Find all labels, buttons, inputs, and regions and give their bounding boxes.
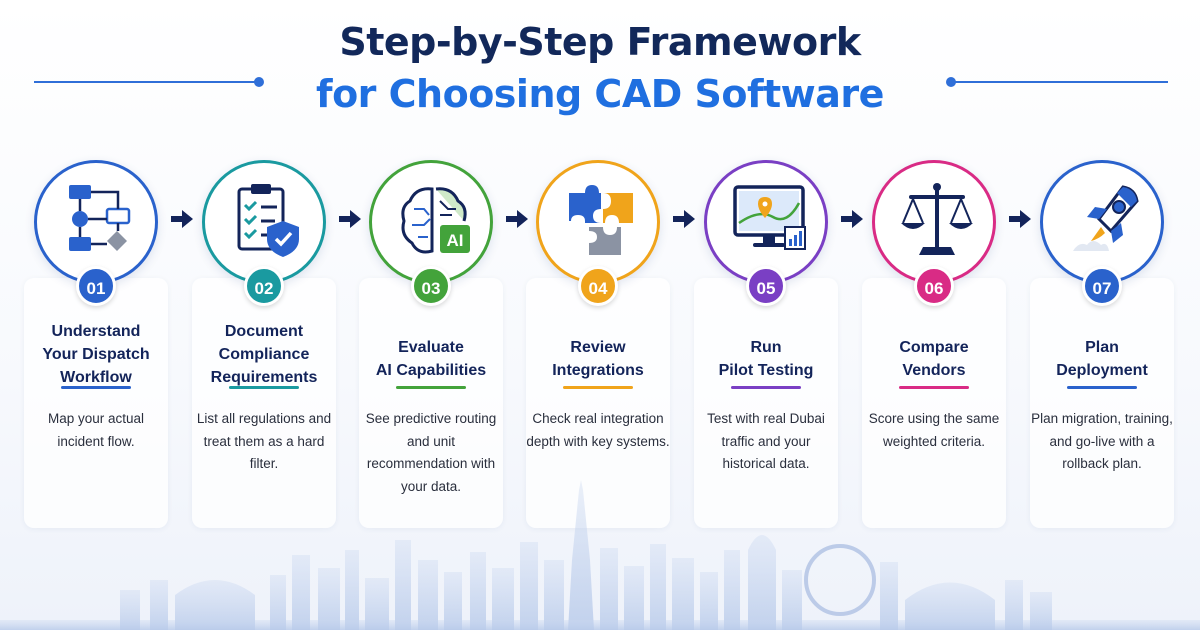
flow-arrow-icon bbox=[169, 206, 195, 232]
step-title: Understand Your Dispatch Workflow bbox=[42, 323, 150, 386]
puzzle-icon bbox=[569, 185, 633, 255]
step-number-badge: 05 bbox=[746, 266, 786, 306]
title-rule-dot-left bbox=[254, 77, 264, 87]
step-icon-circle bbox=[872, 160, 996, 284]
title-block: Step-by-Step Framework for Choosing CAD … bbox=[0, 18, 1200, 118]
step-card bbox=[359, 278, 503, 528]
step-icon-circle bbox=[704, 160, 828, 284]
title-rule-left bbox=[34, 81, 258, 83]
step-number-badge: 06 bbox=[914, 266, 954, 306]
flow-arrow-icon bbox=[839, 206, 865, 232]
flow-arrow-icon bbox=[504, 206, 530, 232]
step-number-badge: 03 bbox=[411, 266, 451, 306]
svg-text:AI: AI bbox=[447, 231, 464, 250]
step-icon-circle bbox=[536, 160, 660, 284]
rocket-icon bbox=[1073, 185, 1139, 251]
step-card bbox=[1030, 278, 1174, 528]
step-title: Plan Deployment bbox=[1056, 338, 1148, 379]
step-title: Compare Vendors bbox=[899, 338, 969, 379]
title-rule-right bbox=[950, 81, 1168, 83]
step-card bbox=[862, 278, 1006, 528]
step-description: Test with real Dubai traffic and your hi… bbox=[707, 411, 825, 471]
step-divider bbox=[229, 386, 299, 389]
monitor-map-icon bbox=[733, 185, 806, 250]
step-card bbox=[24, 278, 168, 528]
step-title: Review Integrations bbox=[552, 338, 644, 379]
step-number-badge: 04 bbox=[578, 266, 618, 306]
scales-icon bbox=[901, 183, 973, 255]
step-number-badge: 07 bbox=[1082, 266, 1122, 306]
step-description: Plan migration, training, and go-live wi… bbox=[1031, 411, 1173, 471]
step-icon-circle: AI bbox=[369, 160, 493, 284]
flow-arrow-icon bbox=[337, 206, 363, 232]
ai-brain-icon: AI bbox=[401, 187, 470, 254]
step-number-badge: 02 bbox=[244, 266, 284, 306]
step-title: Document Compliance Requirements bbox=[210, 323, 318, 386]
flow-arrow-icon bbox=[671, 206, 697, 232]
step-icon-circle bbox=[34, 160, 158, 284]
step-divider bbox=[731, 386, 801, 389]
compliance-checklist-icon bbox=[237, 184, 299, 257]
flow-arrow-icon bbox=[1007, 206, 1033, 232]
step-divider bbox=[1067, 386, 1137, 389]
step-divider bbox=[61, 386, 131, 389]
step-description: See predictive routing and unit recommen… bbox=[365, 411, 497, 494]
step-title: Run Pilot Testing bbox=[718, 338, 814, 379]
step-number-badge: 01 bbox=[76, 266, 116, 306]
title-rule-dot-right bbox=[946, 77, 956, 87]
step-description: Check real integration depth with key sy… bbox=[526, 411, 670, 449]
step-card bbox=[192, 278, 336, 528]
step-description: List all regulations and treat them as a… bbox=[196, 411, 332, 471]
step-card bbox=[694, 278, 838, 528]
dubai-skyline-illustration bbox=[0, 480, 1200, 630]
step-title: Evaluate AI Capabilities bbox=[375, 338, 487, 379]
step-card bbox=[526, 278, 670, 528]
flowchart-icon bbox=[69, 185, 131, 251]
step-description: Map your actual incident flow. bbox=[47, 411, 145, 449]
step-icon-circle bbox=[202, 160, 326, 284]
step-divider bbox=[899, 386, 969, 389]
page-title-line2: for Choosing CAD Software bbox=[316, 72, 884, 116]
page-title-line1: Step-by-Step Framework bbox=[339, 20, 861, 64]
step-divider bbox=[396, 386, 466, 389]
step-description: Score using the same weighted criteria. bbox=[868, 411, 1000, 449]
step-divider bbox=[563, 386, 633, 389]
